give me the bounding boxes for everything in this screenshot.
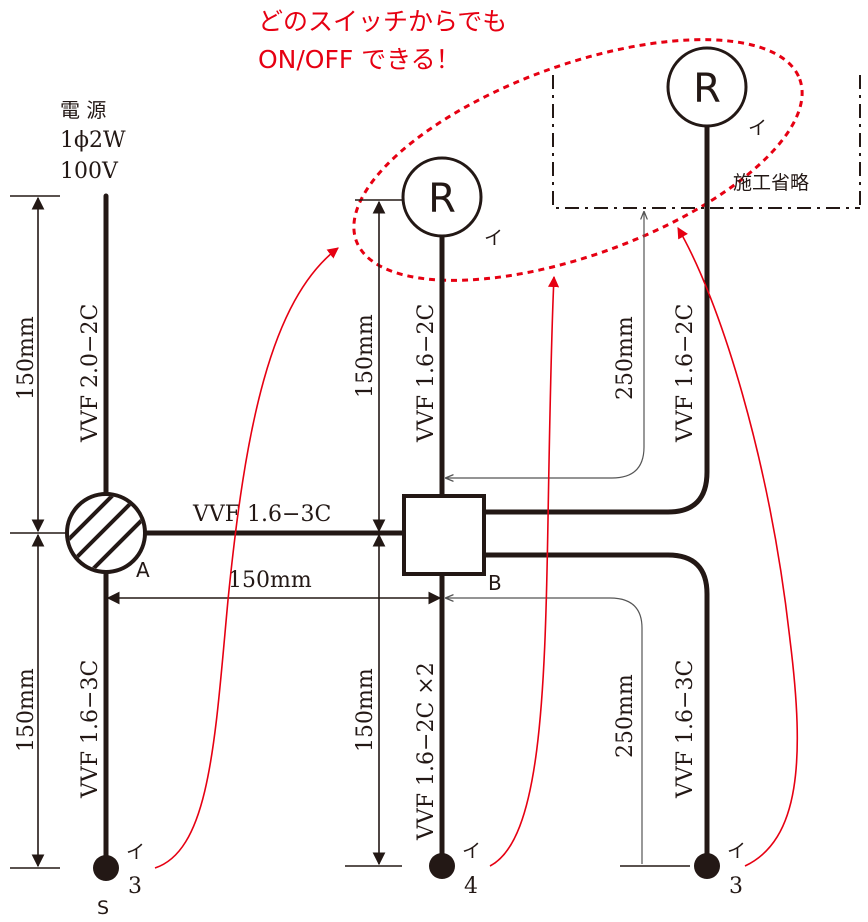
outlet-a-symbol [65,492,147,574]
lamp-2-symbol: R [693,66,721,112]
cable-label-b-to-switch4: VVF 1.6−2C ×2 [414,662,439,841]
cable-label-b-to-lamp2: VVF 1.6−2C [673,304,698,443]
lamp-1-label: イ [484,227,503,249]
annotation-line1: どのスイッチからでも [258,7,507,36]
switch-4way [429,853,455,879]
dim-right-lower-label: 250mm [613,674,638,758]
cable-label-a-to-switch: VVF 1.6−3C [78,660,103,799]
dim-right-lower-line [446,598,643,864]
junction-box-b [402,494,486,576]
junction-b-label: B [488,571,502,595]
lamp-2 [666,46,748,128]
switch-3way-right [694,853,720,879]
dim-right-upper-label: 250mm [613,316,638,400]
wire-b-to-switch3 [481,552,710,861]
omitted-label: 施工省略 [733,172,809,194]
switch-3way-right-label-top: イ [727,840,746,862]
lamp-2-label: イ [748,117,767,139]
switch-3way-right-label-bottom: 3 [729,874,743,899]
dim-right-upper-line [446,212,644,478]
power-source-phase: 1ϕ2W [60,128,126,153]
red-arrow-switch-s [154,247,339,869]
wire-b-to-lamp2 [481,123,710,515]
cable-label-b-to-lamp1: VVF 1.6−2C [414,304,439,443]
dim-left-upper-label: 150mm [14,316,39,400]
power-source-title: 電 源 [60,98,106,122]
cable-label-a-to-b: VVF 1.6−3C [192,502,331,527]
switch-s-label-top: イ [126,841,145,863]
outlet-a-label: A [136,558,150,582]
lamp-1-symbol: R [428,176,456,222]
dim-horizontal-label: 150mm [228,568,312,593]
switch-s-node-label: S [97,897,109,919]
annotation-line2: ON/OFF できる！ [258,45,461,74]
dim-mid-lower-label: 150mm [353,668,378,752]
annotation-ellipse [352,38,804,282]
power-source-voltage: 100V [60,159,119,184]
red-arrow-switch-3way [677,227,799,867]
switch-s [93,855,119,881]
cable-label-power-feed: VVF 2.0−2C [78,304,103,443]
cable-label-b-to-switch3: VVF 1.6−3C [673,660,698,799]
switch-4way-label-top: イ [462,840,481,862]
switch-s-label-bottom: 3 [128,874,142,899]
switch-4way-label-bottom: 4 [464,874,478,899]
dim-left-lower-label: 150mm [14,668,39,752]
dim-mid-upper-label: 150mm [353,314,378,398]
red-arrow-switch-4way [489,275,560,867]
